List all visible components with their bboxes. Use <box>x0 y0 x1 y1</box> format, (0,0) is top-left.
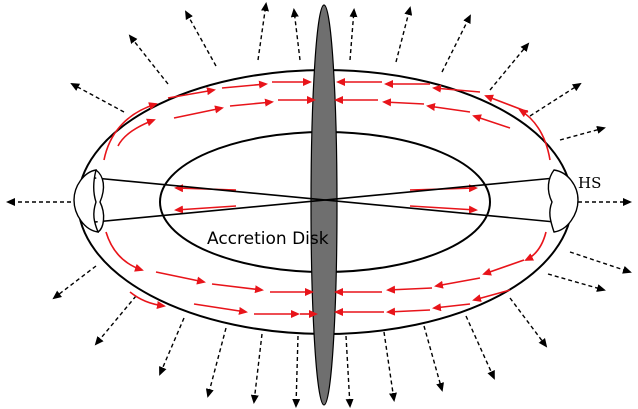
outflow-arrow <box>159 317 185 376</box>
flow-arrow <box>409 205 478 214</box>
circulation-arrows <box>103 78 551 318</box>
outflow-arrow <box>509 297 548 348</box>
flow-arrow <box>472 289 511 302</box>
outflow-arrow <box>205 327 227 398</box>
flow-arrow <box>432 303 471 312</box>
outflow-arrow <box>529 82 582 117</box>
outflow-arrow <box>441 14 471 73</box>
outflow-arrow <box>290 8 301 61</box>
flow-arrow <box>167 87 216 99</box>
outflow-arrow <box>547 273 606 292</box>
outflow-arrow <box>489 42 530 91</box>
flow-arrow <box>229 98 274 107</box>
outflow-arrow <box>292 335 301 408</box>
left-hot-spot <box>73 169 105 233</box>
flow-arrow <box>434 277 481 289</box>
flow-arrow <box>382 98 425 107</box>
flow-arrow <box>472 114 511 129</box>
hot-spot-label: HS <box>578 174 601 192</box>
flow-arrow <box>482 259 525 276</box>
outflow-arrow <box>383 331 397 402</box>
flow-arrow <box>386 307 431 316</box>
flow-arrow <box>386 285 433 294</box>
flow-arrow <box>426 103 471 113</box>
outflow-arrow <box>465 315 495 380</box>
cone-lines <box>94 177 556 223</box>
accretion-disk-label: Accretion Disk <box>207 229 329 249</box>
outflow-arrow <box>70 83 125 113</box>
outflow-arrow <box>250 333 263 404</box>
outflow-arrow <box>345 335 354 408</box>
outflow-arrow <box>349 8 358 61</box>
flow-arrow <box>155 271 206 285</box>
flow-arrow <box>103 102 158 161</box>
outflow-arrows <box>6 2 632 408</box>
right-hot-spot <box>547 169 579 233</box>
flow-arrow <box>193 303 248 315</box>
flow-arrow <box>221 80 268 89</box>
flow-arrow <box>129 291 166 309</box>
flow-arrow <box>524 231 547 261</box>
flow-arrow <box>211 283 264 294</box>
flow-arrow <box>105 231 144 272</box>
outflow-arrow <box>559 125 606 141</box>
flow-arrow <box>432 84 481 93</box>
gray-disk <box>310 4 338 406</box>
outflow-arrow <box>94 295 137 346</box>
outflow-arrow <box>257 2 269 61</box>
outflow-arrow <box>423 325 444 392</box>
flow-arrow <box>173 105 224 119</box>
outflow-arrow <box>128 34 169 85</box>
flow-arrow <box>174 205 237 214</box>
outflow-arrow <box>52 265 97 300</box>
outflow-arrow <box>185 10 217 67</box>
flow-arrow <box>518 108 551 161</box>
flow-arrow <box>117 118 156 147</box>
outflow-arrow <box>569 251 632 274</box>
outflow-arrow <box>395 6 413 63</box>
